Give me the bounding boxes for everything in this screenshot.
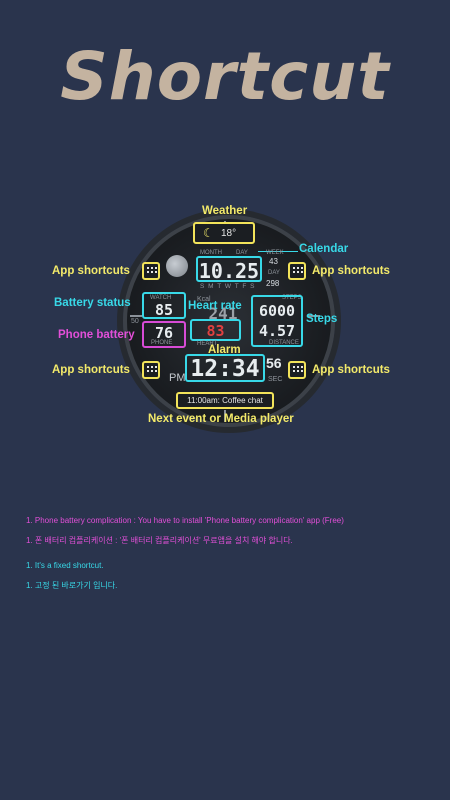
steps-label: STEPS	[282, 295, 302, 301]
moon-icon: ☾	[203, 226, 214, 240]
weather-complication[interactable]: ☾ 18°	[193, 222, 255, 244]
week-value: 43	[269, 257, 278, 266]
distance-value: 4.57	[258, 322, 296, 340]
label-app-shortcuts-bottom-right: App shortcuts	[312, 364, 390, 376]
weekday-strip: S M T W T F S	[200, 283, 256, 290]
app-grid-icon[interactable]	[288, 262, 306, 280]
ampm-indicator: PM	[169, 372, 186, 384]
watch-battery-complication[interactable]: WATCH 85	[142, 292, 186, 319]
bezel-tick	[308, 315, 320, 317]
label-alarm: Alarm	[208, 344, 241, 356]
moon-phase-icon	[166, 255, 188, 277]
day-label: DAY	[268, 270, 280, 276]
calendar-leader-line	[258, 251, 298, 252]
label-heart-rate: Heart rate	[188, 300, 242, 312]
heart-rate-value: 83	[206, 322, 225, 340]
app-grid-icon[interactable]	[142, 262, 160, 280]
calendar-complication[interactable]: 10.25	[196, 256, 262, 283]
phone-battery-label: PHONE	[151, 340, 173, 346]
heart-rate-complication[interactable]: 83	[190, 319, 241, 341]
app-grid-icon[interactable]	[288, 361, 306, 379]
label-phone-battery: Phone battery	[58, 329, 135, 341]
month-label: MONTH	[200, 250, 222, 256]
note-phone-battery-ko: 1. 폰 배터리 컴플리케이션 : '폰 배터리 컴플리케이션' 무료앱을 설치…	[26, 536, 293, 545]
label-calendar: Calendar	[299, 243, 349, 255]
dial-marker: 50	[131, 318, 139, 325]
note-phone-battery-en: 1. Phone battery complication : You have…	[26, 516, 344, 525]
day-value: 298	[266, 279, 280, 288]
label-next-event: Next event or Media player	[148, 413, 294, 425]
app-grid-icon[interactable]	[142, 361, 160, 379]
label-app-shortcuts-bottom-left: App shortcuts	[52, 364, 130, 376]
bezel-tick	[224, 410, 226, 422]
note-fixed-shortcut-ko: 1. 고정 된 바로가기 입니다.	[26, 581, 118, 590]
alarm-complication[interactable]: 12:34	[185, 354, 265, 382]
label-steps: Steps	[306, 313, 338, 325]
watch-battery-label: WATCH	[150, 295, 172, 301]
week-label: WEEK	[266, 250, 284, 256]
time-display: 12:34	[190, 356, 260, 382]
day-of-week-label: DAY	[236, 250, 248, 256]
phone-battery-complication[interactable]: 76 PHONE	[142, 321, 186, 348]
seconds-value: 56	[266, 355, 282, 371]
temperature-value: 18°	[221, 228, 237, 239]
watch-diagram: Weather ☾ 18° Calendar MONTH DAY 10.25 S…	[0, 195, 450, 435]
page-title: Shortcut	[60, 38, 390, 115]
label-battery-status: Battery status	[54, 297, 131, 309]
label-app-shortcuts-top-left: App shortcuts	[52, 265, 130, 277]
steps-value: 6000	[258, 302, 296, 320]
heart-label: HEART	[197, 341, 218, 347]
kcal-label: Kcal	[197, 296, 211, 303]
seconds-label: SEC	[268, 376, 283, 383]
label-app-shortcuts-top-right: App shortcuts	[312, 265, 390, 277]
bezel-tick	[130, 315, 142, 317]
phone-battery-value: 76	[154, 324, 174, 342]
distance-label: DISTANCE	[269, 340, 299, 346]
watch-battery-value: 85	[154, 301, 174, 319]
date-value: 10.25	[198, 259, 260, 283]
event-text: 11:00am: Coffee chat	[187, 396, 263, 405]
steps-complication[interactable]: 6000 4.57	[251, 295, 303, 347]
kcal-value: 241	[208, 304, 238, 323]
next-event-complication[interactable]: 11:00am: Coffee chat	[176, 392, 274, 409]
note-fixed-shortcut-en: 1. It's a fixed shortcut.	[26, 561, 104, 570]
label-weather: Weather	[202, 205, 248, 217]
